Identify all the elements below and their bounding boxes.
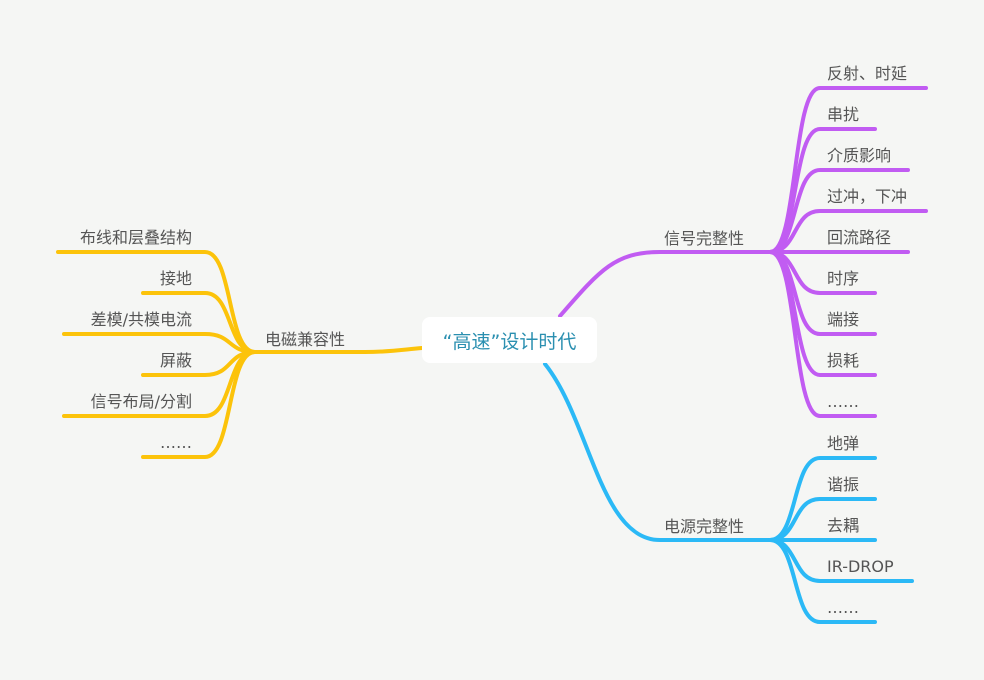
connector-leaf [768,250,877,418]
leaf-topic[interactable]: IR-DROP [827,557,894,576]
leaf-topic[interactable]: 屏蔽 [159,351,192,370]
central-topic[interactable]: “高速”设计时代 [422,317,597,363]
connector-leaf [768,538,877,624]
connector-signal [558,250,772,318]
leaf-topic[interactable]: 信号布局/分割 [90,392,192,411]
leaf-topic[interactable]: 时序 [827,269,860,288]
leaf-topic[interactable]: 谐振 [827,475,860,494]
leaf-topic[interactable]: 接地 [159,269,192,288]
leaf-topic[interactable]: 布线和层叠结构 [79,228,192,247]
leaf-topic[interactable]: …… [827,598,859,617]
leaf-topic[interactable]: 介质影响 [827,146,892,165]
connector-leaf [768,497,877,542]
connector-leaf [56,250,257,354]
connector-leaf [141,350,257,459]
branch-emc[interactable]: 电磁兼容性 [265,330,346,349]
branch-power-integrity[interactable]: 电源完整性 [664,517,745,536]
leaf-topic[interactable]: 地弹 [827,434,860,453]
central-topic-label: “高速”设计时代 [442,330,577,353]
leaf-topic[interactable]: …… [827,392,859,411]
branch-signal-integrity[interactable]: 信号完整性 [664,229,745,248]
connector-power [543,362,772,542]
connector-leaf [62,332,257,354]
leaf-topic[interactable]: 反射、时延 [827,64,908,83]
leaf-topic[interactable]: …… [160,433,192,452]
leaf-topic[interactable]: 端接 [827,310,860,329]
leaf-topic[interactable]: 去耦 [827,516,860,535]
leaf-topic[interactable]: 损耗 [827,351,860,370]
leaf-topic[interactable]: 串扰 [827,105,860,124]
leaf-topic[interactable]: 过冲，下冲 [827,187,908,206]
leaf-topic[interactable]: 回流路径 [827,228,892,247]
leaf-topic[interactable]: 差模/共模电流 [90,310,192,329]
connector-emc [253,346,424,354]
